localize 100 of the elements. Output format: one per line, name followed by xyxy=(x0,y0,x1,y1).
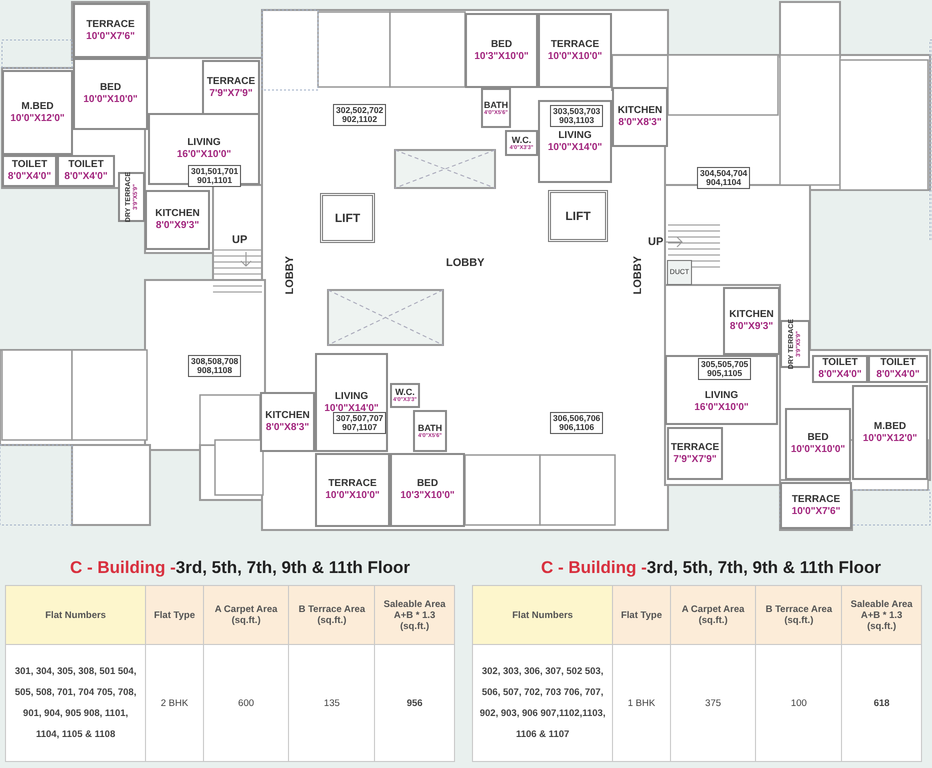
room-name: BED xyxy=(807,432,829,444)
lobby-label: LOBBY xyxy=(284,256,296,294)
room-outline xyxy=(538,100,612,183)
room-outline xyxy=(505,130,538,156)
room-name: TERRACE xyxy=(206,76,256,88)
room-outline xyxy=(538,13,612,88)
room-dimensions: 10'0"X10'0" xyxy=(83,94,138,106)
room-outline xyxy=(202,60,260,115)
saleable-area-value: 956 xyxy=(374,644,454,762)
room-dimensions: 10'3"X10'0" xyxy=(474,50,529,62)
room-name: LIVING xyxy=(187,137,221,149)
saleable-area-value: 618 xyxy=(842,644,922,762)
room-dimensions: 10'0"X10'0" xyxy=(325,490,380,502)
column-header: A Carpet Area (sq.ft.) xyxy=(670,586,756,644)
room-outline xyxy=(390,383,420,408)
flat-number-tag: 304,504,704 904,1104 xyxy=(697,167,750,189)
room-name: W.C. xyxy=(395,387,415,397)
column-header: Saleable Area A+B * 1.3 (sq.ft.) xyxy=(374,586,454,644)
room-outline xyxy=(260,392,315,452)
room-dimensions: 16'0"X10'0" xyxy=(694,402,749,414)
room-name: TERRACE xyxy=(792,494,840,506)
room-name: TOILET xyxy=(822,357,858,369)
room-outline xyxy=(665,355,778,425)
room-dimensions: 10'3"X10'0" xyxy=(400,490,455,502)
lift-shaft: LIFT xyxy=(548,190,608,242)
room-dimensions: 8'0"X8'3" xyxy=(618,117,662,129)
room-dimensions: 8'0"X9'3" xyxy=(730,321,774,333)
column-header: B Terrace Area (sq.ft.) xyxy=(756,586,842,644)
room-outline xyxy=(148,113,260,185)
room-outline xyxy=(145,190,210,250)
flat-number-tag: 303,503,703 903,1103 xyxy=(550,105,604,127)
lobby-label: LOBBY xyxy=(446,257,484,269)
room-dimensions: 16'0"X10'0" xyxy=(176,149,232,161)
building-name: C - Building - xyxy=(541,558,647,577)
flat-type-value: 2 BHK xyxy=(146,644,204,762)
room-dimensions: 10'0"X7'6" xyxy=(86,30,135,42)
room-outline xyxy=(780,482,852,529)
room-outline xyxy=(390,453,465,527)
stair-direction-label: UP xyxy=(648,236,664,248)
flat-numbers-list: 301, 304, 305, 308, 501 504, 505, 508, 701, 704 705, 708, 901, 904, 905 908, 1101, 1104, 1105 & 1108 xyxy=(6,644,146,762)
column-header: Flat Numbers xyxy=(6,586,146,644)
terrace-area-value: 100 xyxy=(756,644,842,762)
flat-number-tag: 307,507,707 907,1107 xyxy=(333,412,386,434)
room-name: KITCHEN xyxy=(729,309,774,321)
column-header: Flat Type xyxy=(146,586,204,644)
terrace-area-value: 135 xyxy=(288,644,375,762)
room-name: TERRACE xyxy=(550,38,600,50)
carpet-area-value: 600 xyxy=(203,644,289,762)
room-name: M.BED xyxy=(21,100,54,112)
room-name: BED xyxy=(416,478,438,490)
room-outline xyxy=(315,453,390,527)
room-outline xyxy=(612,87,668,147)
lift-shaft: LIFT xyxy=(320,193,375,243)
room-name: BED xyxy=(100,82,122,94)
room-name: BATH xyxy=(418,422,442,432)
room-name: W.C. xyxy=(512,134,532,144)
room-outline xyxy=(812,355,868,383)
room-outline xyxy=(57,155,115,187)
room-outline xyxy=(118,172,145,222)
room-outline xyxy=(868,355,928,383)
room-dimensions: 8'0"X4'0" xyxy=(64,171,108,183)
room-dimensions: 8'0"X4'0" xyxy=(818,369,862,381)
room-name: KITCHEN xyxy=(265,410,310,422)
room-name: BED xyxy=(490,38,512,50)
room-dimensions: 10'0"X14'0" xyxy=(324,402,379,414)
room-dimensions: 8'0"X8'3" xyxy=(266,422,310,434)
room-name: BATH xyxy=(484,100,508,110)
lobby-label: LOBBY xyxy=(632,256,644,294)
room-name: LIVING xyxy=(334,390,368,402)
flat-type-value: 1 BHK xyxy=(612,644,670,762)
carpet-area-value: 375 xyxy=(670,644,756,762)
room-dimensions: 10'0"X7'6" xyxy=(792,506,840,518)
room-outline xyxy=(465,13,538,88)
flat-number-tag: 306,506,706 906,1106 xyxy=(550,412,604,434)
room-name: LIVING xyxy=(704,390,738,402)
column-header: Flat Numbers xyxy=(472,586,613,644)
room-outline xyxy=(413,410,447,452)
room-dimensions: 7'9"X7'9" xyxy=(209,88,253,100)
room-dimensions: 8'0"X9'3" xyxy=(156,220,200,232)
flat-number-tag: 302,502,702 902,1102 xyxy=(333,104,386,126)
room-dimensions: 8'0"X4'0" xyxy=(876,369,920,381)
stair-direction-label: UP xyxy=(232,234,248,246)
column-header: A Carpet Area (sq.ft.) xyxy=(203,586,289,644)
floor-list-heading: 3rd, 5th, 7th, 9th & 11th Floor xyxy=(176,558,410,577)
room-outline xyxy=(667,427,723,480)
room-outline xyxy=(73,58,148,130)
column-header: B Terrace Area (sq.ft.) xyxy=(288,586,375,644)
room-name: M.BED xyxy=(874,420,906,432)
flat-number-tag: 305,505,705 905,1105 xyxy=(698,358,752,380)
room-dimensions: 10'0"X10'0" xyxy=(548,50,602,62)
room-outline xyxy=(785,408,851,480)
room-outline xyxy=(2,70,73,155)
room-outline xyxy=(852,385,928,480)
room-dimensions: 10'0"X12'0" xyxy=(10,112,65,124)
flat-number-tag: 308,508,708 908,1108 xyxy=(188,355,242,377)
room-name: TERRACE xyxy=(328,478,377,490)
room-dimensions: 10'0"X10'0" xyxy=(790,444,846,456)
flat-number-tag: 301,501,701 901,1101 xyxy=(188,165,242,187)
room-outline xyxy=(723,287,780,355)
room-outline xyxy=(73,3,148,58)
